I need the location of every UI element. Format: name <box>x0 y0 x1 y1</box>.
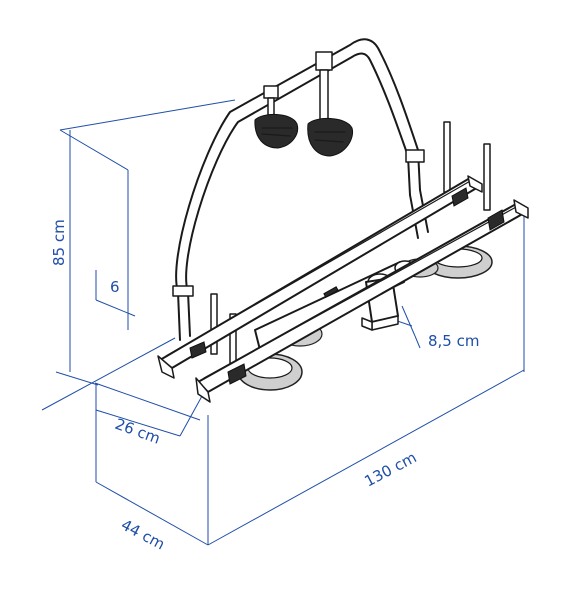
height-85-bottom-ext <box>55 371 99 386</box>
label-depth-26: 26 cm <box>113 415 163 448</box>
depth-44-line <box>95 481 209 546</box>
rail-rear-endcap-right <box>467 175 483 193</box>
frame-holder-left <box>254 85 299 149</box>
floor-ext-1 <box>41 337 176 411</box>
rail-rear-groove <box>165 179 473 357</box>
frame-left-leg <box>177 291 191 341</box>
wheel-trays <box>237 245 493 391</box>
label-rail-offset: 8,5 cm <box>428 332 479 350</box>
frame-outer <box>175 38 421 293</box>
floor-ext-2 <box>94 382 201 421</box>
frame-holder-right <box>307 51 354 157</box>
rail-rear-endcap-left <box>157 355 175 379</box>
offset-85-ext-2 <box>401 305 416 337</box>
depth-26-line <box>95 409 181 437</box>
bike-carrier-illustration <box>157 38 529 403</box>
rail-front-groove <box>203 205 519 379</box>
label-height-85: 85 cm <box>50 219 68 266</box>
length-130-line <box>207 369 525 546</box>
label-length-130: 130 cm <box>361 448 419 490</box>
rail-front-endcap-left <box>195 377 211 403</box>
rail-front <box>197 203 527 393</box>
height-85-top-ext <box>59 99 236 131</box>
wheel-straps <box>189 187 505 385</box>
rail-front-endcap-right <box>513 199 529 219</box>
wheel-posts <box>210 121 491 371</box>
frame-inner <box>185 52 411 293</box>
height-85-top-ext2 <box>59 129 129 171</box>
rail-logo <box>323 286 339 298</box>
label-depth-44: 44 cm <box>118 516 168 554</box>
label-height-6: 6 <box>110 278 120 296</box>
height-6-ext <box>95 299 136 317</box>
offset-85-ext-3 <box>414 335 421 349</box>
frame-clamp-right <box>405 149 425 163</box>
frame-clamp-left <box>172 285 194 297</box>
depth-26-ext-right <box>179 395 203 437</box>
